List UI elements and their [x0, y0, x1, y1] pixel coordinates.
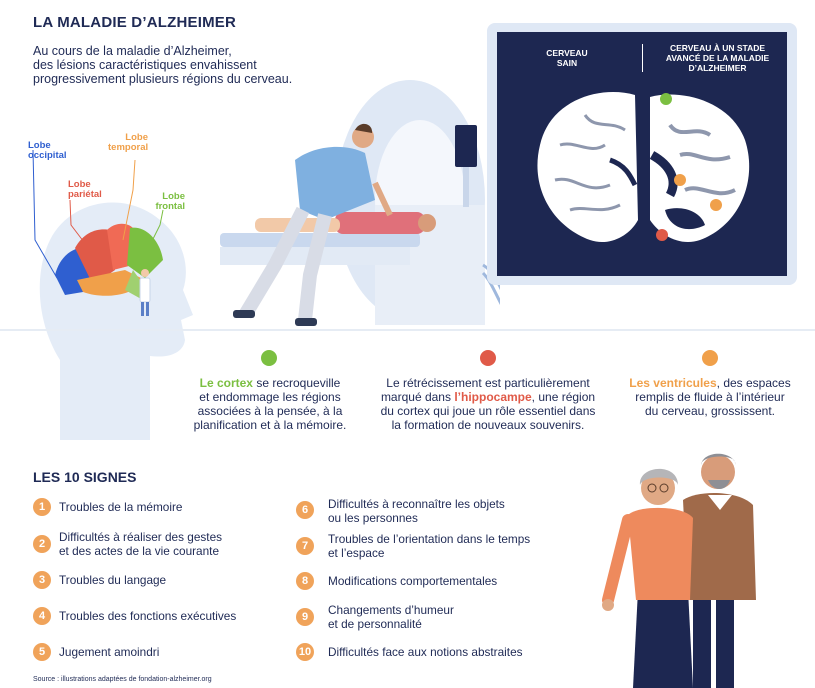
- sign-number: 10: [296, 643, 314, 661]
- lobe-label-line: frontal: [155, 201, 185, 212]
- lobe-label-occipital: Lobe occipital: [28, 141, 67, 161]
- lobe-label-line: occipital: [28, 150, 67, 161]
- sign-text: ou les personnes: [328, 511, 418, 525]
- lobe-label-line: Lobe: [162, 191, 185, 202]
- healthy-brain-label-line: SAIN: [556, 58, 578, 68]
- page-title: LA MALADIE D’ALZHEIMER: [33, 14, 236, 31]
- healthy-brain-label: CERVEAU SAIN: [527, 48, 607, 68]
- lobe-label-line: Lobe: [28, 140, 51, 151]
- cortex-marker: [660, 93, 672, 105]
- lobe-label-line: temporal: [108, 142, 149, 153]
- sign-text: Troubles du langage: [59, 573, 167, 587]
- sign-text: Jugement amoindri: [59, 645, 160, 659]
- hippocampus-highlight: l’hippocampe: [454, 390, 532, 404]
- intro-line: des lésions caractéristiques envahissent: [33, 58, 257, 72]
- sign-item: Troubles de l’orientation dans le temps …: [328, 532, 530, 560]
- section-divider: [0, 329, 815, 331]
- sign-text: Troubles de la mémoire: [59, 500, 183, 514]
- caption-text: se recroqueville: [252, 376, 341, 390]
- elderly-couple-illustration: [602, 453, 756, 688]
- sign-number: 8: [296, 572, 314, 590]
- healthy-brain-label-line: CERVEAU: [546, 48, 588, 58]
- ventricles-dot: [702, 350, 718, 366]
- lobe-label-parietal: Lobe pariétal: [68, 180, 102, 200]
- ventricle-marker: [710, 199, 722, 211]
- sign-text: Difficultés à réaliser des gestes: [59, 530, 223, 544]
- caption-line: la formation de nouveaux souvenirs.: [391, 418, 585, 432]
- sign-text: Difficultés à reconnaître les objets: [328, 497, 505, 511]
- brain-slices: [537, 92, 750, 243]
- sign-item: Troubles de la mémoire: [59, 500, 182, 514]
- sign-text: et des actes de la vie courante: [59, 544, 220, 558]
- source-note: Source : illustrations adaptées de fonda…: [33, 676, 212, 683]
- lobe-label-line: pariétal: [68, 189, 102, 200]
- caption-text: , une région: [531, 390, 596, 404]
- ventricles-highlight: Les ventricules: [629, 376, 717, 390]
- caption-line: associées à la pensée, à la: [197, 404, 343, 418]
- hippocampus-caption: Le rétrécissement est particulièrement m…: [378, 376, 598, 432]
- sign-item: Troubles du langage: [59, 573, 166, 587]
- sign-text: Troubles des fonctions exécutives: [59, 609, 237, 623]
- intro-line: progressivement plusieurs régions du cer…: [33, 72, 293, 86]
- sign-item: Difficultés à reconnaître les objets ou …: [328, 497, 505, 525]
- lobe-label-temporal: Lobe temporal: [108, 133, 148, 153]
- caption-line: du cortex qui joue un rôle essentiel dan…: [380, 404, 596, 418]
- ventricle-marker: [674, 174, 686, 186]
- ventricles-caption: Les ventricules, des espaces remplis de …: [620, 376, 800, 418]
- hippocampus-dot: [480, 350, 496, 366]
- sign-item: Modifications comportementales: [328, 574, 497, 588]
- sign-number: 4: [33, 607, 51, 625]
- sign-text: Troubles de l’orientation dans le temps: [328, 532, 531, 546]
- cortex-highlight: Le cortex: [199, 376, 253, 390]
- caption-line: Le rétrécissement est particulièrement: [386, 376, 590, 390]
- advanced-brain-label-line: AVANCÉ DE LA MALADIE: [665, 53, 770, 63]
- sign-text: Difficultés face aux notions abstraites: [328, 645, 523, 659]
- caption-line: planification et à la mémoire.: [193, 418, 347, 432]
- signs-title: LES 10 SIGNES: [33, 469, 137, 485]
- sign-number: 1: [33, 498, 51, 516]
- lobe-label-line: Lobe: [125, 132, 148, 143]
- sign-number: 3: [33, 571, 51, 589]
- sign-text: Modifications comportementales: [328, 574, 498, 588]
- hippocampus-marker: [656, 229, 668, 241]
- cortex-dot: [261, 350, 277, 366]
- sign-text: et de personnalité: [328, 617, 422, 631]
- caption-text: marqué dans: [380, 390, 455, 404]
- lobe-label-line: Lobe: [68, 179, 91, 190]
- sign-number: 6: [296, 501, 314, 519]
- advanced-brain-label-line: CERVEAU À UN STADE: [669, 43, 766, 53]
- advanced-brain-label: CERVEAU À UN STADE AVANCÉ DE LA MALADIE …: [655, 43, 780, 73]
- advanced-brain-label-line: D’ALZHEIMER: [688, 63, 747, 73]
- intro-line: Au cours de la maladie d’Alzheimer,: [33, 44, 232, 58]
- lobe-label-frontal: Lobe frontal: [155, 192, 185, 212]
- sign-number: 9: [296, 608, 314, 626]
- mri-illustration: [220, 80, 500, 326]
- caption-line: et endommage les régions: [199, 390, 341, 404]
- frontal-lobe-shape: [127, 227, 163, 278]
- sign-number: 7: [296, 537, 314, 555]
- caption-line: du cerveau, grossissent.: [644, 404, 776, 418]
- sign-item: Changements d’humeur et de personnalité: [328, 603, 454, 631]
- sign-item: Troubles des fonctions exécutives: [59, 609, 236, 623]
- head-illustration: [32, 149, 193, 440]
- sign-item: Difficultés à réaliser des gestes et des…: [59, 530, 222, 558]
- healthy-brain-half: [537, 92, 638, 243]
- sign-text: Changements d’humeur: [328, 603, 454, 617]
- sign-item: Difficultés face aux notions abstraites: [328, 645, 523, 659]
- screen-divider: [642, 44, 643, 72]
- cortex-caption: Le cortex se recroqueville et endommage …: [180, 376, 360, 432]
- sign-number: 2: [33, 535, 51, 553]
- sign-item: Jugement amoindri: [59, 645, 159, 659]
- intro-text: Au cours de la maladie d’Alzheimer, des …: [33, 44, 333, 86]
- caption-text: , des espaces: [716, 376, 791, 390]
- caption-line: remplis de fluide à l’intérieur: [635, 390, 785, 404]
- sign-number: 5: [33, 643, 51, 661]
- sign-text: et l’espace: [328, 546, 385, 560]
